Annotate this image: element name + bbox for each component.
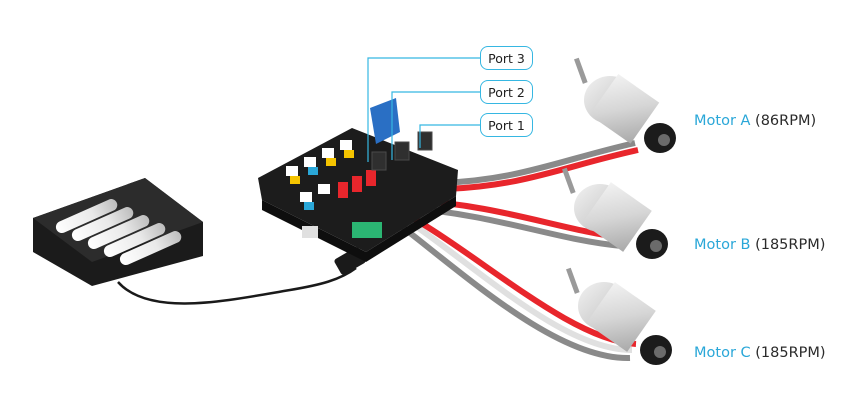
motor-a bbox=[574, 57, 676, 153]
controller-board bbox=[258, 98, 458, 262]
port-1-label: Port 1 bbox=[480, 113, 533, 137]
motor-c-label: Motor C (185RPM) bbox=[694, 345, 826, 361]
motor-a-label: Motor A (86RPM) bbox=[694, 113, 816, 129]
motor-c bbox=[566, 267, 672, 365]
motor-b-name: Motor B bbox=[694, 237, 751, 253]
power-terminal bbox=[352, 222, 382, 238]
battery-pack bbox=[33, 178, 203, 286]
motor-b-label: Motor B (185RPM) bbox=[694, 237, 825, 253]
port-3-label: Port 3 bbox=[480, 46, 533, 70]
motor-c-rpm: (185RPM) bbox=[755, 345, 826, 361]
power-cable bbox=[117, 266, 357, 305]
port-leader-lines bbox=[367, 57, 480, 162]
motor-a-name: Motor A bbox=[694, 113, 751, 129]
motor-b bbox=[562, 167, 668, 259]
motor-b-rpm: (185RPM) bbox=[755, 237, 826, 253]
port-2-label: Port 2 bbox=[480, 80, 533, 104]
battery-cells bbox=[55, 199, 182, 266]
sensor-connectors bbox=[286, 140, 354, 210]
motor-c-name: Motor C bbox=[694, 345, 751, 361]
motor-a-rpm: (86RPM) bbox=[755, 113, 817, 129]
